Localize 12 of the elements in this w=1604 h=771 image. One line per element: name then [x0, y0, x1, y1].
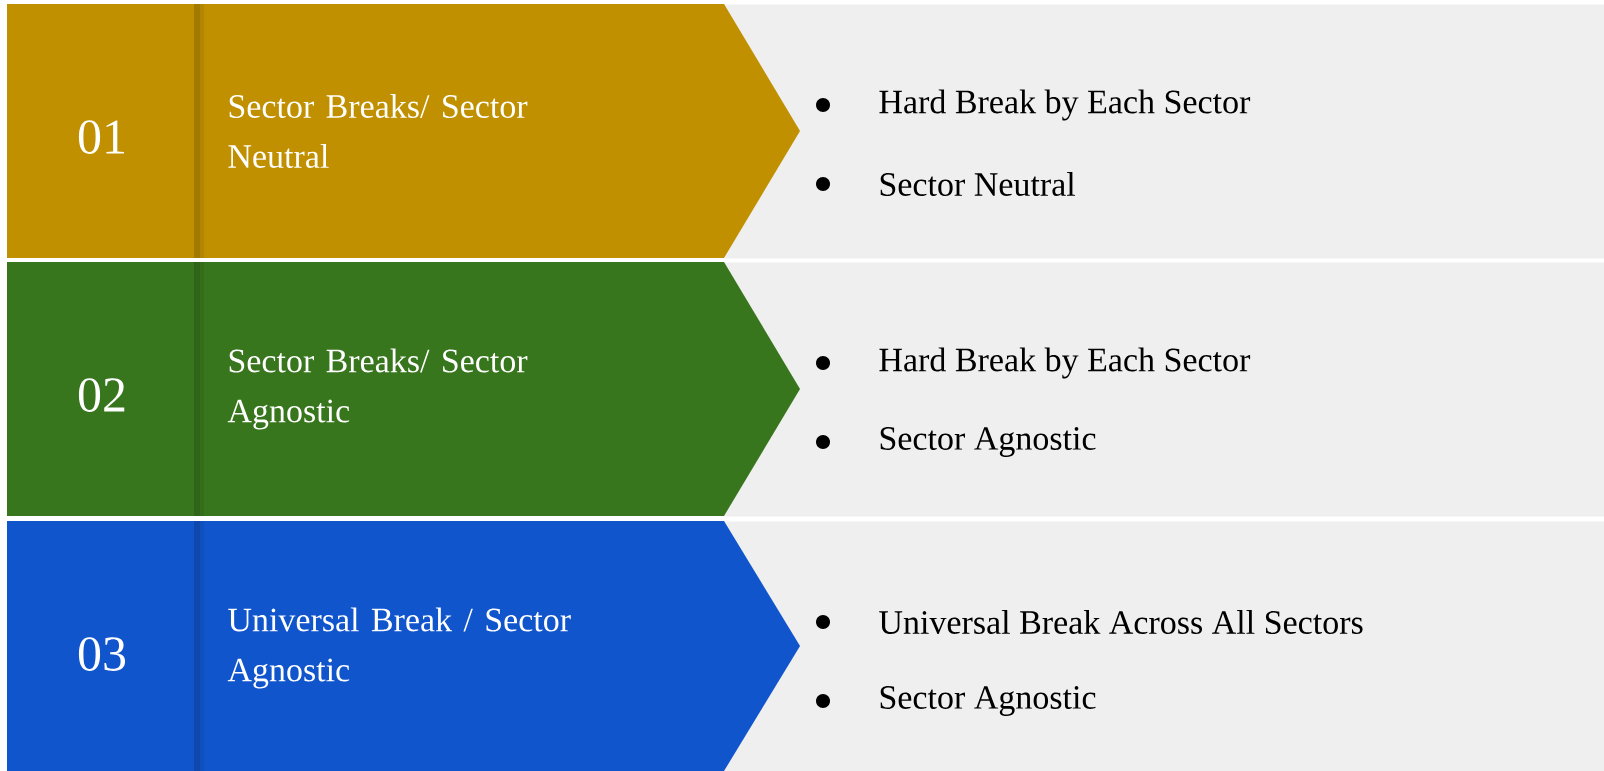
bullet-panel [724, 4, 1604, 259]
bullet-item: Sector Agnostic [816, 686, 1096, 716]
bullet-item: Sector Agnostic [816, 427, 1096, 457]
bullet-panel [724, 521, 1604, 771]
chevron-band: Sector Breaks/ Sector Agnostic 02 [7, 262, 800, 516]
chevron-band: Sector Breaks/ Sector Neutral 01 [7, 4, 800, 258]
bullet-panel [724, 262, 1604, 517]
bullet-item: Hard Break by Each Sector [816, 89, 1251, 121]
bullet-item: Hard Break by Each Sector [816, 347, 1251, 379]
bullet-item: Universal Break Across All Sectors [816, 610, 1363, 634]
chevron-band: Universal Break / Sector Agnostic 03 [7, 521, 800, 771]
bullet-item: Sector Neutral [816, 172, 1076, 196]
